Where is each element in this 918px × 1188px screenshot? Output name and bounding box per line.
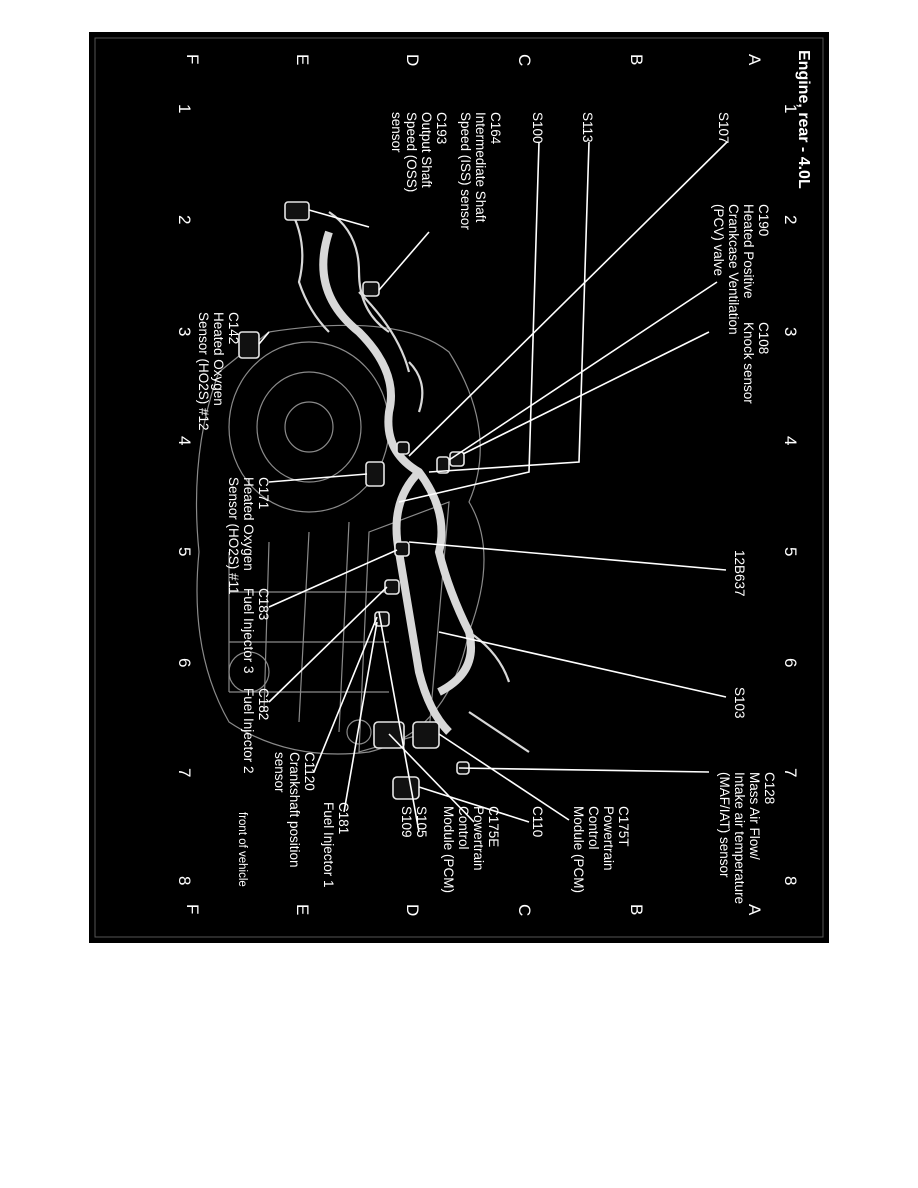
wiring-harness bbox=[288, 206, 530, 753]
leader-c190 bbox=[448, 281, 718, 461]
wiring-diagram: Engine, rear - 4.0L A B C D E F A B C D … bbox=[94, 37, 824, 938]
grid-col-8: 8 bbox=[781, 876, 800, 885]
grid-col-5: 5 bbox=[781, 547, 800, 556]
leader-c128 bbox=[458, 767, 710, 773]
grid-row-b-right: B bbox=[627, 904, 646, 915]
connector-s107-icon bbox=[396, 441, 410, 455]
grid-row-d: D bbox=[403, 54, 422, 66]
leader-12b637 bbox=[408, 541, 727, 571]
label-s100: S100 bbox=[530, 112, 545, 144]
grid-row-f: F bbox=[183, 54, 202, 64]
label-c181: C181 Fuel Injector 1 bbox=[321, 802, 351, 888]
label-c108: C108 Knock sensor bbox=[741, 322, 771, 404]
connector-c164-icon bbox=[362, 281, 380, 297]
grid-col-2: 2 bbox=[781, 215, 800, 224]
grid-col-4-bottom: 4 bbox=[175, 436, 194, 445]
label-c190: C190 Heated Positive Crankcase Ventilati… bbox=[711, 204, 771, 338]
connector-c171-icon bbox=[365, 461, 385, 487]
connector-c175t-icon bbox=[412, 721, 440, 749]
diagram-panel: Engine, rear - 4.0L A B C D E F A B C D … bbox=[89, 32, 829, 943]
grid-col-1: 1 bbox=[781, 104, 800, 113]
grid-col-4: 4 bbox=[781, 436, 800, 445]
leader-c193 bbox=[308, 209, 370, 228]
label-c128: C128 Mass Air Flow/ Intake air temperatu… bbox=[717, 772, 777, 908]
label-12b637: 12B637 bbox=[732, 550, 747, 597]
label-c183: C183 Fuel Injector 3 bbox=[241, 588, 271, 674]
label-c193: C193 Output Shaft Speed (OSS) sensor bbox=[389, 112, 449, 196]
grid-row-letters-left: A B C D E F bbox=[183, 54, 764, 66]
grid-col-2-bottom: 2 bbox=[175, 215, 194, 224]
engine-artwork bbox=[195, 324, 485, 755]
grid-row-c: C bbox=[515, 54, 534, 66]
grid-row-d-right: D bbox=[403, 904, 422, 916]
grid-col-8-bottom: 8 bbox=[175, 876, 194, 885]
label-c164: C164 Intermediate Shaft Speed (ISS) sens… bbox=[458, 112, 503, 230]
callout-labels: S107 S113 S100 C164 Intermediate Shaft S… bbox=[196, 112, 777, 908]
grid-col-5-bottom: 5 bbox=[175, 547, 194, 556]
label-s105: S105 S109 bbox=[399, 806, 429, 841]
grid-row-c-right: C bbox=[515, 904, 534, 916]
connector-c142-icon bbox=[238, 331, 260, 359]
grid-row-e: E bbox=[293, 54, 312, 65]
label-s107: S107 bbox=[716, 112, 731, 144]
leader-lines bbox=[258, 141, 728, 833]
leader-c181 bbox=[343, 621, 378, 813]
connector-c183-icon bbox=[394, 541, 410, 557]
label-c175e: C175E Powertrain Control Module (PCM) bbox=[441, 806, 501, 893]
leader-c183 bbox=[268, 549, 398, 608]
grid-col-numbers-top: 1 2 3 4 5 6 7 8 bbox=[781, 104, 800, 885]
diagram-title: Engine, rear - 4.0L bbox=[795, 50, 812, 189]
label-c175t: C175T Powertrain Control Module (PCM) bbox=[571, 806, 631, 893]
rotated-drawing: Engine, rear - 4.0L A B C D E F A B C D … bbox=[175, 50, 812, 916]
grid-col-3-bottom: 3 bbox=[175, 327, 194, 336]
leader-c175t bbox=[438, 733, 570, 821]
grid-col-7-bottom: 7 bbox=[175, 768, 194, 777]
connector-c193-icon bbox=[284, 201, 310, 221]
connectors bbox=[238, 201, 470, 800]
front-of-vehicle-note: front of vehicle bbox=[236, 812, 248, 887]
label-c142: C142 Heated Oxygen Sensor (HO2S) #12 bbox=[196, 312, 241, 431]
label-s103: S103 bbox=[732, 687, 747, 719]
leader-c171 bbox=[268, 473, 368, 483]
grid-col-6: 6 bbox=[781, 658, 800, 667]
leader-s103 bbox=[438, 631, 727, 698]
connector-c182-icon bbox=[384, 579, 400, 595]
leader-c182 bbox=[268, 586, 388, 703]
leader-c1120 bbox=[313, 616, 378, 773]
grid-col-numbers-bottom: 1 2 3 4 5 6 7 8 bbox=[175, 104, 194, 885]
leader-c142 bbox=[258, 331, 270, 345]
grid-row-b: B bbox=[627, 54, 646, 65]
label-c182: C182 Fuel Injector 2 bbox=[241, 688, 271, 774]
connector-c190-icon bbox=[436, 456, 450, 474]
leader-s113 bbox=[428, 141, 590, 473]
label-s113: S113 bbox=[580, 112, 595, 143]
grid-col-6-bottom: 6 bbox=[175, 658, 194, 667]
grid-col-3: 3 bbox=[781, 327, 800, 336]
leader-s107 bbox=[408, 141, 728, 457]
label-c110: C110 bbox=[530, 806, 545, 837]
leader-s100 bbox=[398, 141, 540, 503]
leader-c164 bbox=[378, 231, 430, 291]
grid-row-f-right: F bbox=[183, 904, 202, 914]
grid-row-e-right: E bbox=[293, 904, 312, 915]
label-c1120: C1120 Crankshaft position sensor bbox=[272, 752, 317, 871]
leader-c110 bbox=[418, 786, 530, 823]
grid-row-a-right: A bbox=[745, 904, 764, 916]
connector-c110-icon bbox=[392, 776, 420, 800]
leader-c108 bbox=[462, 331, 710, 455]
diagram-frame bbox=[94, 37, 824, 938]
grid-row-a: A bbox=[745, 54, 764, 66]
grid-row-letters-right: A B C D E F bbox=[183, 904, 764, 916]
grid-col-7: 7 bbox=[781, 768, 800, 777]
label-c171: C171 Heated Oxygen Sensor (HO2S) #11 bbox=[226, 477, 271, 595]
grid-col-1-bottom: 1 bbox=[175, 104, 194, 113]
leader-s105 bbox=[378, 611, 420, 833]
